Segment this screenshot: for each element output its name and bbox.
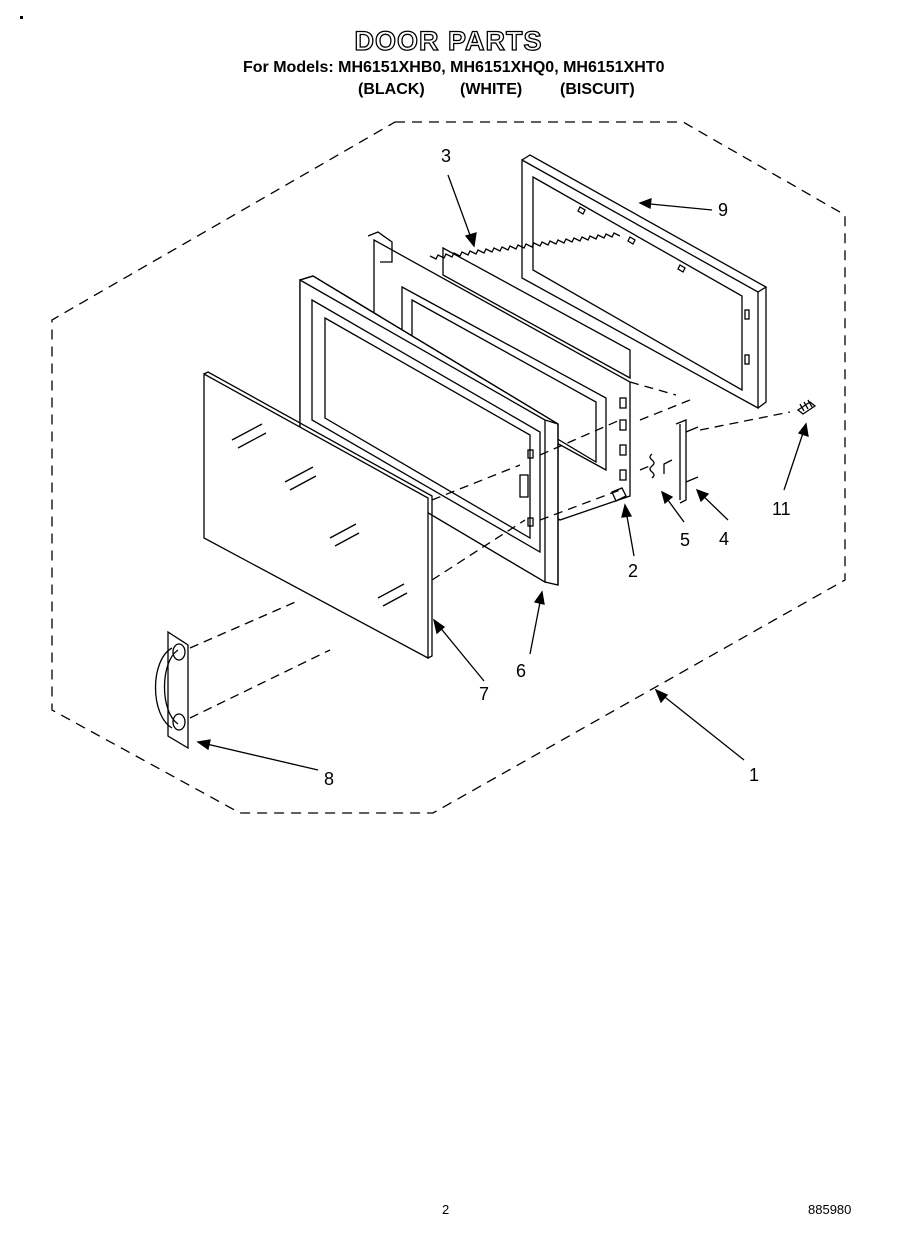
part-3-inner-plate (429, 232, 631, 380)
color-label-black: (BLACK) (358, 81, 425, 98)
callout-3: 3 (441, 146, 451, 166)
leader-lines (196, 174, 809, 771)
part-5-spring (649, 453, 655, 479)
callout-1: 1 (749, 765, 759, 785)
callout-2: 2 (628, 561, 638, 581)
callout-7: 7 (479, 684, 489, 704)
corner-mark (20, 16, 23, 19)
models-line: For Models: MH6151XHB0, MH6151XHQ0, MH61… (243, 59, 665, 76)
callout-11: 11 (772, 499, 791, 519)
alignment-lines (189, 381, 791, 719)
part-11-screw (796, 399, 817, 415)
callout-5: 5 (680, 530, 690, 550)
callout-9: 9 (718, 200, 728, 220)
callout-6: 6 (516, 661, 526, 681)
color-label-white: (WHITE) (460, 81, 523, 98)
part-4-latch (663, 419, 699, 504)
callout-4: 4 (719, 529, 729, 549)
part-9-frame (521, 154, 768, 410)
part-8-handle (154, 630, 189, 750)
door-assembly-outline (51, 121, 846, 814)
page-title: DOOR PARTS (354, 25, 543, 56)
color-label-biscuit: (BISCUIT) (560, 81, 635, 98)
part-7-outer-panel (203, 371, 433, 660)
page-number: 2 (442, 1202, 450, 1217)
document-number: 885980 (808, 1202, 852, 1217)
callout-8: 8 (324, 769, 334, 789)
